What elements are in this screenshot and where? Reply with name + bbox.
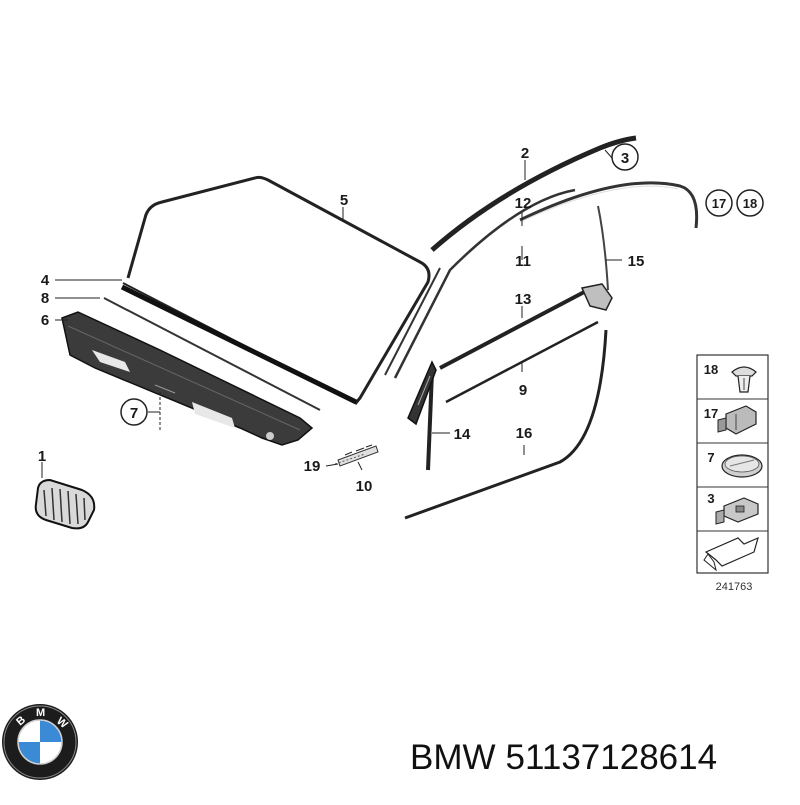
legend-label-7: 7	[707, 450, 714, 465]
callout-4: 4	[41, 272, 50, 289]
callout-15: 15	[628, 253, 645, 270]
bracket-clip-icon	[717, 405, 757, 435]
callout-3: 3	[621, 150, 629, 167]
callout-17: 17	[712, 196, 726, 211]
small-parts-legend: 18 17 7 3	[696, 354, 769, 574]
model-emblem	[334, 444, 379, 467]
legend-label-18: 18	[704, 362, 718, 377]
clip-nut-icon	[715, 497, 759, 525]
push-clip-icon	[731, 366, 757, 393]
legend-label-17: 17	[704, 406, 718, 421]
kidney-grille	[34, 478, 96, 530]
direction-arrow-icon	[703, 536, 759, 572]
cowl-seal-strip	[103, 297, 321, 411]
svg-text:M: M	[36, 707, 45, 719]
leader-lines	[41, 149, 622, 478]
a-pillar-trim	[384, 267, 441, 376]
bmw-logo: B M W	[2, 704, 78, 780]
roof-seal	[519, 181, 699, 229]
door-front-seal	[426, 371, 434, 471]
callout-8: 8	[41, 290, 49, 307]
callout-13: 13	[515, 291, 532, 308]
callout-2: 2	[521, 145, 529, 162]
callout-16: 16	[516, 425, 533, 442]
callout-19: 19	[304, 458, 321, 475]
door-b-pillar-seal	[597, 205, 609, 291]
callout-17-circle	[705, 189, 733, 217]
diagram-reference-number: 241763	[716, 581, 753, 593]
callout-5: 5	[340, 192, 348, 209]
callout-11: 11	[515, 253, 531, 270]
callout-7-circle	[120, 398, 148, 426]
callout-9: 9	[519, 382, 527, 399]
callout-14: 14	[454, 426, 471, 443]
cowl-panel	[61, 311, 314, 446]
door-lower-seal	[404, 329, 608, 520]
roof-trim-outer	[430, 135, 637, 252]
callout-3-circle	[611, 143, 639, 171]
callout-18: 18	[743, 196, 757, 211]
callout-18-circle	[736, 189, 764, 217]
round-plug-icon	[721, 454, 763, 478]
caption-part-number: 51137128614	[505, 738, 718, 777]
callout-10: 10	[356, 478, 373, 495]
windshield-lower-seal	[120, 284, 358, 405]
callout-1: 1	[38, 448, 46, 465]
roof-channel-trim	[393, 188, 576, 379]
callout-7: 7	[130, 405, 138, 422]
callout-6: 6	[41, 312, 49, 329]
caption-brand: BMW	[410, 738, 496, 777]
legend-label-3: 3	[707, 491, 714, 506]
callout-12: 12	[515, 195, 532, 212]
